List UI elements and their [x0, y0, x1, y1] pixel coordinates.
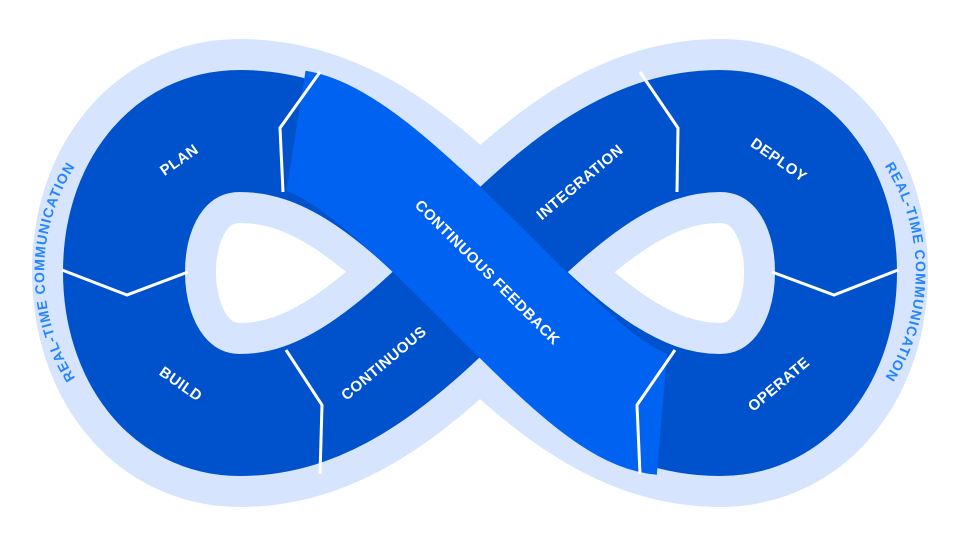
divider-build-continuous [284, 349, 324, 475]
dividers [61, 71, 899, 475]
divider-plan-build [61, 268, 189, 297]
divider-deploy-operate [771, 268, 899, 297]
divider-plan-feedback [278, 71, 322, 193]
divider-integration-deploy [638, 71, 680, 193]
feedback-band [282, 70, 672, 475]
divider-feedback-operate [635, 349, 677, 475]
